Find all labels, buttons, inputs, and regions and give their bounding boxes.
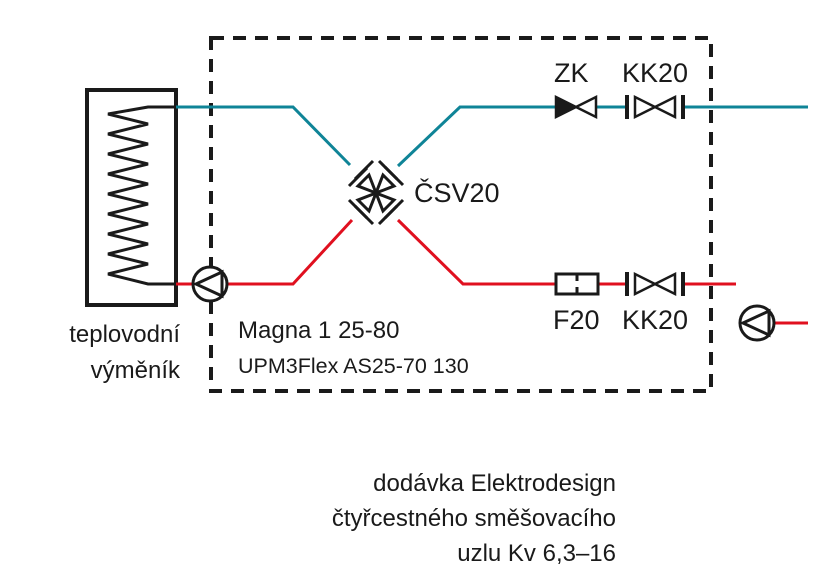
caption-line2: čtyřcestného směšovacího (331, 505, 616, 532)
heat-exchanger (85, 88, 178, 307)
check-valve-icon (554, 94, 598, 120)
filter-label: F20 (553, 305, 600, 335)
pump-model-alternative: UPM3Flex AS25-70 130 (238, 354, 469, 378)
heat-exchanger-label-line1: teplovodní (69, 321, 180, 348)
caption-line3: uzlu Kv 6,3–16 (457, 540, 616, 567)
supply-boundary-dashed-box (209, 36, 713, 393)
caption-line1: dodávka Elektrodesign (373, 470, 616, 497)
coil-heat-exchanger-icon (107, 105, 176, 286)
four-way-mixing-valve-icon (347, 159, 405, 226)
check-valve-label: ZK (554, 58, 589, 88)
ball-valve-icon (625, 94, 685, 120)
heat-exchanger-body (85, 88, 178, 307)
supply-ball-valve-label: KK20 (622, 58, 689, 88)
supply-pipe (176, 105, 808, 168)
circulation-pump-icon (191, 265, 229, 303)
return-ball-valve-label: KK20 (622, 305, 689, 335)
ball-valve-icon (625, 271, 685, 297)
heat-exchanger-label-line2: výměník (90, 357, 180, 384)
mixing-valve-label: ČSV20 (414, 178, 500, 208)
external-circulation-pump-icon (738, 304, 776, 342)
return-pipe (176, 218, 808, 325)
pump-model-primary: Magna 1 25-80 (238, 317, 400, 344)
filter-icon (554, 272, 600, 296)
